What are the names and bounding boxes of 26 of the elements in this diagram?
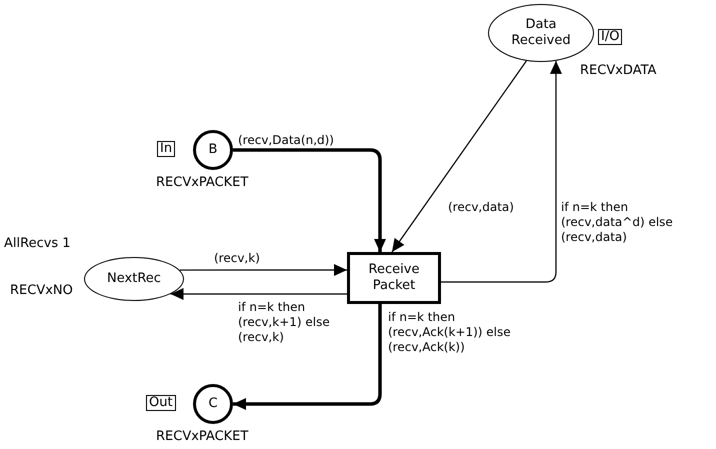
edge-label: (recv,Data(n,d)) bbox=[238, 133, 334, 148]
arc-arrow bbox=[180, 264, 347, 276]
node-label: C bbox=[208, 396, 218, 412]
node-label: Data Received bbox=[510, 17, 572, 49]
edge-label: (recv,data) bbox=[448, 200, 514, 215]
node-label: Receive Packet bbox=[368, 262, 420, 294]
port-tag: Out bbox=[146, 395, 176, 411]
arc-arrow bbox=[392, 60, 527, 252]
arc-arrow bbox=[170, 288, 347, 300]
arc-arrow bbox=[233, 304, 382, 410]
place-ellipse bbox=[84, 257, 184, 301]
arc-arrow bbox=[233, 148, 386, 252]
place-circle bbox=[193, 384, 233, 424]
edge-label: (recv,k) bbox=[214, 251, 260, 266]
type-label: RECVxNO bbox=[10, 283, 73, 299]
type-label: RECVxDATA bbox=[580, 63, 656, 79]
node-label: B bbox=[208, 142, 218, 158]
port-tag: In bbox=[157, 141, 176, 157]
transition-box bbox=[347, 252, 441, 304]
type-label: RECVxPACKET bbox=[156, 175, 248, 191]
arc-arrow bbox=[441, 60, 562, 283]
type-label: AllRecvs 1 bbox=[4, 236, 71, 252]
place-circle bbox=[193, 130, 233, 170]
type-label: RECVxPACKET bbox=[156, 429, 248, 445]
node-label: NextRec bbox=[107, 271, 161, 287]
port-tag: I/O bbox=[598, 29, 622, 45]
